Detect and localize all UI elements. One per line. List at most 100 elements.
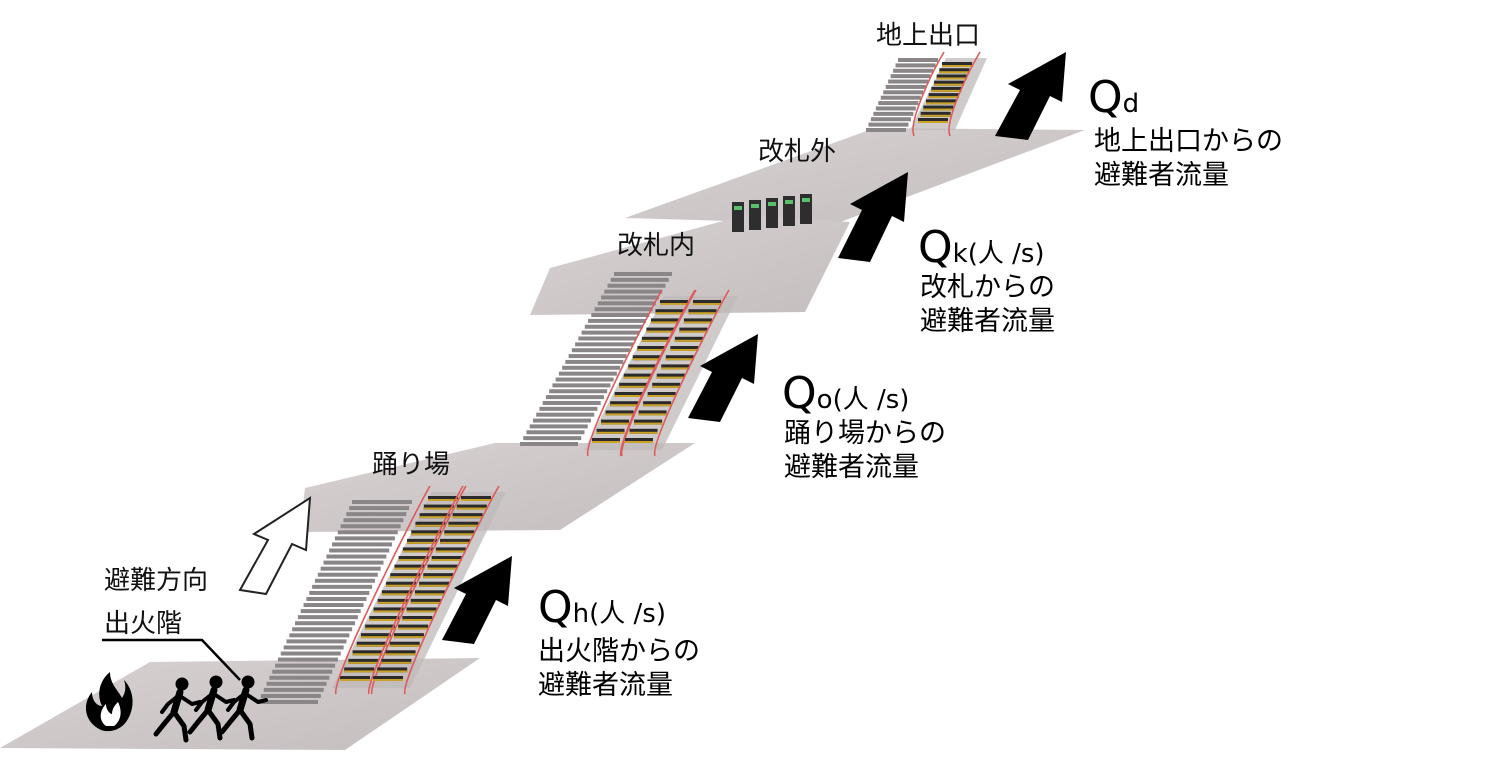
stair-step: [594, 307, 653, 312]
escalator-step: [601, 419, 630, 425]
escalator-step: [385, 650, 416, 656]
stair-step: [870, 117, 911, 122]
stair-step: [312, 584, 373, 589]
escalator-step: [637, 346, 666, 351]
escalator-step-edge: [601, 422, 630, 425]
escalator-step-edge: [614, 395, 643, 397]
svg-text:Qd: Qd: [1088, 72, 1139, 123]
escalator-step-edge: [655, 312, 684, 315]
stair-step: [597, 301, 656, 306]
stair-step: [578, 336, 637, 341]
stair-step: [575, 342, 634, 347]
escalator-step-edge: [610, 404, 639, 407]
flow-label-o: Qo(人 /s) 踊り場からの 避難者流量: [782, 368, 946, 483]
stair-step: [562, 365, 621, 370]
stair-step: [329, 548, 390, 553]
svg-text:避難者流量: 避難者流量: [538, 670, 673, 701]
escalator-step: [411, 530, 442, 536]
escalator-step: [461, 496, 491, 501]
escalator-step: [674, 336, 703, 342]
escalator-step-edge: [605, 413, 634, 416]
escalator-step-edge: [452, 516, 483, 519]
escalator-step: [660, 300, 688, 305]
stair-step: [334, 536, 395, 541]
escalator-step-edge: [428, 499, 458, 501]
escalator-step: [448, 521, 479, 527]
flow-arrow-o: [688, 334, 758, 422]
escalator-step-edge: [683, 321, 712, 324]
escalator-step-edge: [427, 567, 458, 570]
escalator-step-edge: [360, 636, 391, 639]
escalator-handrail: [621, 289, 697, 457]
escalator-step: [638, 410, 667, 416]
escalator-step: [402, 547, 433, 553]
svg-text:避難者流量: 避難者流量: [784, 452, 919, 483]
escalator-step-edge: [623, 376, 652, 379]
stair-step: [320, 566, 381, 571]
escalator-step: [377, 667, 408, 673]
stair-step: [520, 442, 578, 446]
stair-step: [555, 377, 614, 382]
stair-step: [565, 359, 624, 364]
runner-leg: [187, 707, 211, 735]
escalator-handrail: [404, 485, 500, 695]
escalator-step-edge: [596, 431, 625, 434]
escalator-handrail: [587, 289, 663, 457]
escalator-step-edge: [939, 71, 970, 74]
escalator-step-edge: [393, 636, 424, 639]
svg-text:Qk(人 /s): Qk(人 /s): [918, 222, 1045, 273]
escalator-step-edge: [448, 524, 479, 527]
svg-text:地上出口からの: 地上出口からの: [1094, 126, 1283, 157]
escalator-step-edge: [665, 358, 694, 361]
stair-step: [337, 530, 398, 535]
escalator-step: [365, 624, 396, 630]
stair-step: [272, 669, 333, 674]
floor-exit-level: [625, 128, 1085, 224]
stair-step: [297, 615, 358, 620]
escalator-step-edge: [926, 102, 956, 105]
stair-step: [893, 68, 934, 73]
stair-step: [317, 572, 378, 577]
fire-icon: [85, 672, 133, 732]
stair-step: [866, 128, 906, 132]
svg-text:避難者流量: 避難者流量: [1094, 160, 1229, 191]
escalator-step: [340, 676, 370, 681]
escalator-step: [650, 318, 679, 324]
escalator-step-edge: [423, 507, 454, 510]
escalator-step-edge: [385, 653, 416, 656]
escalator-step: [440, 538, 471, 544]
escalator-step: [619, 382, 648, 388]
level-label-fire-floor: 出火階: [104, 609, 182, 639]
escalator-step: [614, 392, 643, 397]
escalator-step: [628, 364, 657, 370]
escalator-step: [641, 336, 670, 342]
stair-step: [584, 324, 643, 329]
stair-step: [295, 621, 356, 626]
stair-step: [604, 289, 663, 294]
stair-step: [343, 518, 404, 523]
stair-step: [332, 542, 393, 547]
escalator-step-edge: [402, 619, 433, 621]
gate-indicator: [751, 204, 759, 208]
escalator-step: [634, 419, 663, 425]
escalator-handrail: [371, 485, 467, 695]
escalator-step: [928, 93, 959, 99]
runner-head: [241, 675, 255, 689]
escalator-step: [918, 118, 948, 123]
escalator-step: [942, 62, 972, 67]
stair-step: [875, 106, 916, 111]
runner-arm: [160, 694, 180, 714]
escalator-handrail: [620, 289, 696, 457]
escalator-step: [693, 300, 721, 305]
escalator-step: [444, 530, 475, 536]
escalator-step: [402, 616, 433, 621]
escalator-step-edge: [661, 367, 690, 370]
escalator-step-edge: [650, 321, 679, 324]
escalator-step: [423, 573, 454, 579]
escalator-step-edge: [415, 524, 446, 527]
escalator-step: [683, 318, 712, 324]
escalator-step: [410, 598, 441, 604]
escalator-step: [348, 658, 379, 664]
stair-step: [890, 74, 931, 79]
